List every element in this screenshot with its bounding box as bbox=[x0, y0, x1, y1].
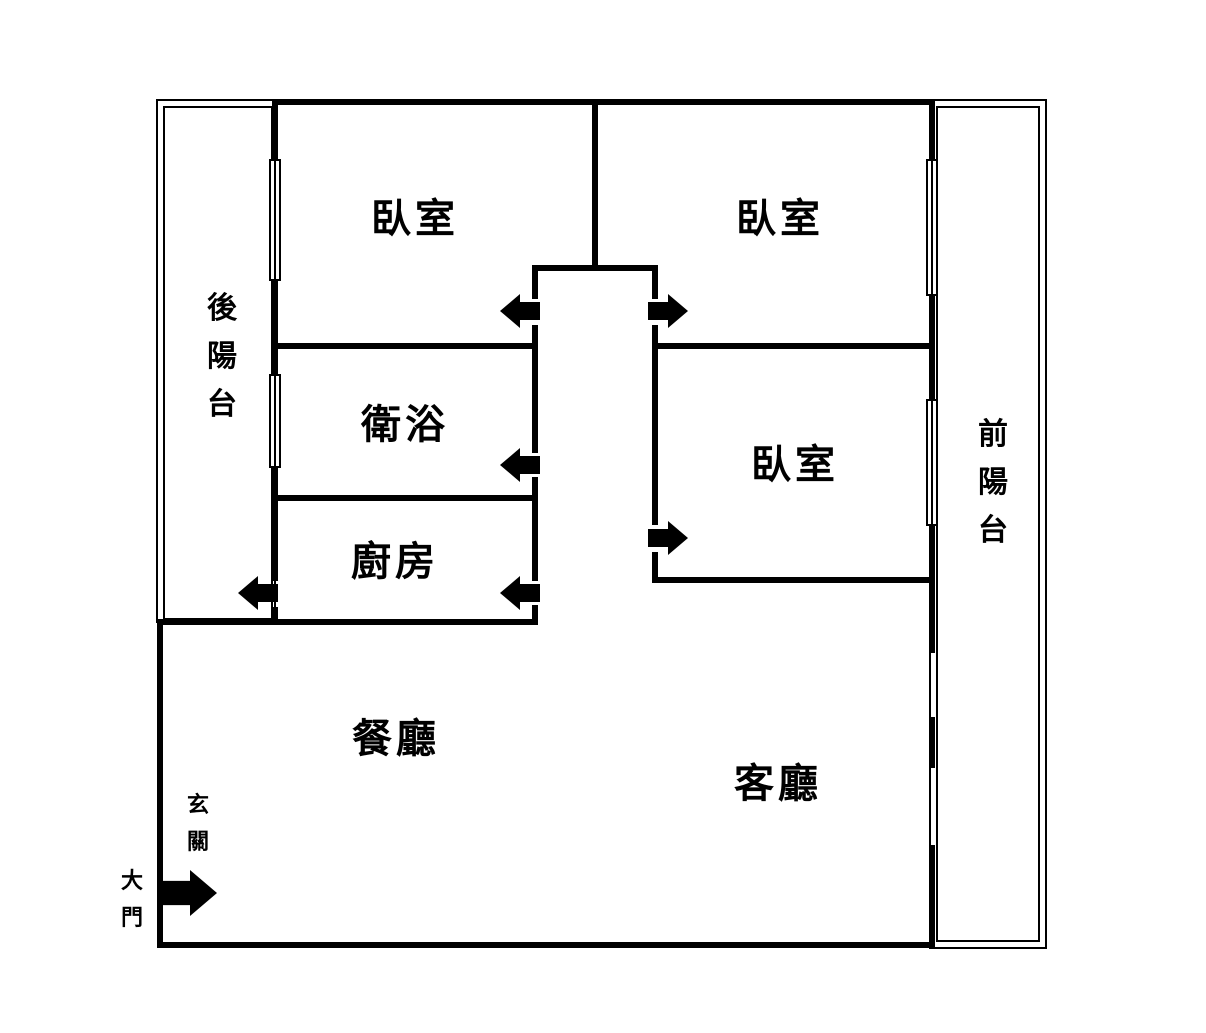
svg-text:台: 台 bbox=[207, 387, 237, 422]
arrow-right-icon bbox=[163, 870, 217, 916]
arrow-left-icon bbox=[500, 294, 540, 328]
arrow-right-icon bbox=[648, 294, 688, 328]
room-label-bedroom: 臥室 bbox=[371, 195, 459, 242]
arrow-left-icon bbox=[500, 576, 540, 610]
arrow-right-icon bbox=[648, 521, 688, 555]
room-label-dining: 餐廳 bbox=[352, 715, 440, 762]
room-label-bedroom: 臥室 bbox=[751, 441, 839, 488]
svg-text:前: 前 bbox=[978, 417, 1008, 452]
room-label-bathroom: 衛浴 bbox=[360, 401, 449, 448]
walls bbox=[157, 99, 935, 948]
label-main-door: 大 門 bbox=[121, 868, 143, 931]
label-front-balcony: 前 陽 台 bbox=[978, 417, 1008, 548]
svg-text:後: 後 bbox=[207, 291, 238, 326]
label-rear-balcony: 後 陽 台 bbox=[207, 291, 238, 422]
room-label-kitchen: 廚房 bbox=[351, 538, 439, 585]
label-entrance: 玄 關 bbox=[187, 792, 209, 855]
svg-text:玄: 玄 bbox=[187, 792, 209, 818]
arrow-left-icon bbox=[500, 448, 540, 482]
room-label-bedroom: 臥室 bbox=[736, 195, 824, 242]
svg-text:台: 台 bbox=[978, 513, 1008, 548]
windows bbox=[269, 159, 938, 526]
svg-text:門: 門 bbox=[121, 905, 143, 931]
svg-text:陽: 陽 bbox=[978, 465, 1008, 500]
svg-text:大: 大 bbox=[121, 868, 143, 894]
door-arrows bbox=[163, 294, 688, 916]
room-label-living: 客廳 bbox=[734, 760, 822, 807]
svg-text:關: 關 bbox=[187, 829, 209, 855]
svg-text:陽: 陽 bbox=[207, 339, 237, 374]
